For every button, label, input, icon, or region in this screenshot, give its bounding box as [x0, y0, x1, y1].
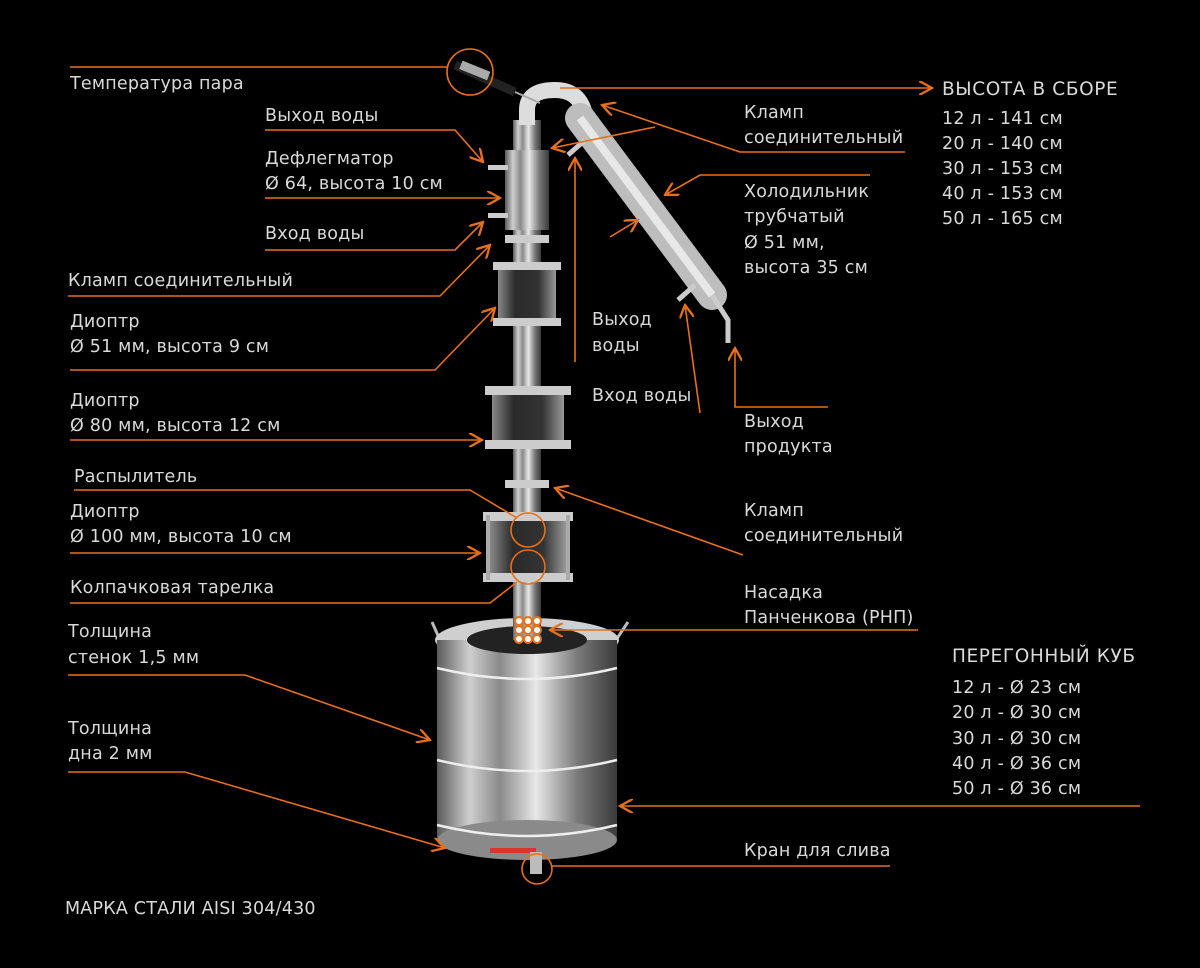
label-cooler-water-in: Вход воды: [592, 386, 692, 406]
label-clamp: Кламп соединительный: [68, 271, 294, 291]
label-cooler-water-out: Выход: [592, 310, 652, 330]
label-steam-temperature: Температура пара: [70, 74, 244, 94]
label-wall-thickness: Толщина: [68, 622, 153, 642]
label-cooler-type: трубчатый: [744, 207, 845, 227]
callout-lines: [68, 48, 1140, 885]
still-pot: [430, 618, 630, 874]
label-water-in: Вход воды: [265, 224, 365, 244]
label-drain-valve: Кран для слива: [744, 841, 891, 861]
label-bottom-thickness: Толщина: [68, 719, 153, 739]
label-dephlegmator: Дефлегматор: [265, 149, 394, 169]
label-water-out: Выход воды: [265, 106, 379, 126]
still-30l: 30 л - Ø 30 см: [952, 729, 1082, 749]
height-40l: 40 л - 153 см: [942, 184, 1063, 204]
rnp-dots-icon: [514, 616, 542, 644]
label-clamp-mid-2: соединительный: [744, 526, 904, 546]
height-12l: 12 л - 141 см: [942, 109, 1063, 129]
label-bottom-thickness-value: дна 2 мм: [68, 744, 153, 764]
label-steel-grade: МАРКА СТАЛИ AISI 304/430: [65, 899, 316, 919]
label-clamp-mid: Кламп: [744, 501, 804, 521]
label-diopter-80: Диоптр: [70, 391, 140, 411]
label-rnp-2: Панченкова (РНП): [744, 608, 914, 628]
still-50l: 50 л - Ø 36 см: [952, 779, 1082, 799]
still-40l: 40 л - Ø 36 см: [952, 754, 1082, 774]
valve-handle: [490, 848, 536, 853]
label-clamp-top-2: соединительный: [744, 128, 904, 148]
label-clamp-top: Кламп: [744, 103, 804, 123]
label-rnp: Насадка: [744, 583, 824, 603]
thermometer: [453, 60, 541, 104]
label-diopter-80-size: Ø 80 мм, высота 12 см: [70, 416, 281, 436]
still-12l: 12 л - Ø 23 см: [952, 678, 1082, 698]
label-cooler-water-out-2: воды: [592, 336, 640, 356]
label-diopter-51-size: Ø 51 мм, высота 9 см: [70, 337, 270, 357]
height-30l: 30 л - 153 см: [942, 159, 1063, 179]
label-cooler-height: высота 35 см: [744, 258, 868, 278]
height-50l: 50 л - 165 см: [942, 209, 1063, 229]
height-title: ВЫСОТА В СБОРЕ: [942, 79, 1119, 100]
label-bubble-tray: Колпачковая тарелка: [70, 578, 275, 598]
label-dephlegmator-size: Ø 64, высота 10 см: [265, 174, 443, 194]
label-cooler-diameter: Ø 51 мм,: [744, 233, 825, 253]
still-title: ПЕРЕГОННЫЙ КУБ: [952, 646, 1136, 667]
label-diopter-100: Диоптр: [70, 502, 140, 522]
label-diopter-100-size: Ø 100 мм, высота 10 см: [70, 527, 292, 547]
label-product-out: Выход: [744, 412, 804, 432]
label-product-out-2: продукта: [744, 437, 833, 457]
label-cooler: Холодильник: [744, 182, 870, 202]
condenser: [519, 81, 731, 343]
height-20l: 20 л - 140 см: [942, 134, 1063, 154]
label-diopter-51: Диоптр: [70, 312, 140, 332]
still-20l: 20 л - Ø 30 см: [952, 703, 1082, 723]
label-wall-thickness-value: стенок 1,5 мм: [68, 648, 200, 668]
label-sprayer: Распылитель: [74, 467, 198, 487]
